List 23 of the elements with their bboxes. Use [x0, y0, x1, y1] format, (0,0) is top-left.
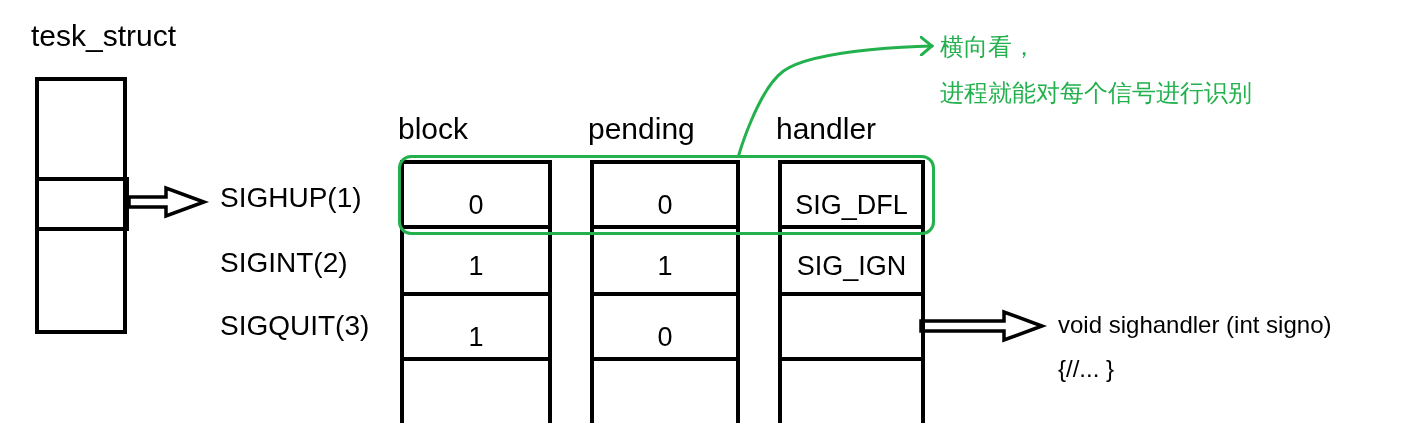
highlight-frame	[398, 155, 935, 235]
table-cell: 0	[404, 164, 548, 229]
struct-title: tesk_struct	[31, 19, 177, 53]
hollow-arrow	[127, 185, 210, 219]
signal-name: SIGQUIT(3)	[220, 310, 370, 342]
table-cell: 1	[404, 296, 548, 361]
table-cell: 0	[594, 296, 736, 361]
table-cell: 0	[594, 164, 736, 229]
signal-name: SIGINT(2)	[220, 247, 348, 279]
annotation-text: 横向看，	[940, 32, 1037, 62]
code-text: void sighandler (int signo)	[1058, 310, 1333, 340]
annotation-text: 进程就能对每个信号进行识别	[940, 78, 1253, 108]
column-header: handler	[776, 112, 877, 146]
table-cell: 1	[404, 229, 548, 296]
curved-arrow	[737, 35, 934, 158]
hollow-arrow	[919, 309, 1048, 343]
code-text: {//... }	[1058, 354, 1116, 384]
column-header: block	[398, 112, 469, 146]
signal-name: SIGHUP(1)	[220, 182, 362, 214]
table-cell: 1	[594, 229, 736, 296]
column-header: pending	[588, 112, 695, 146]
table-cell: SIG_DFL	[782, 164, 921, 229]
table-cell: SIG_IGN	[782, 229, 921, 296]
